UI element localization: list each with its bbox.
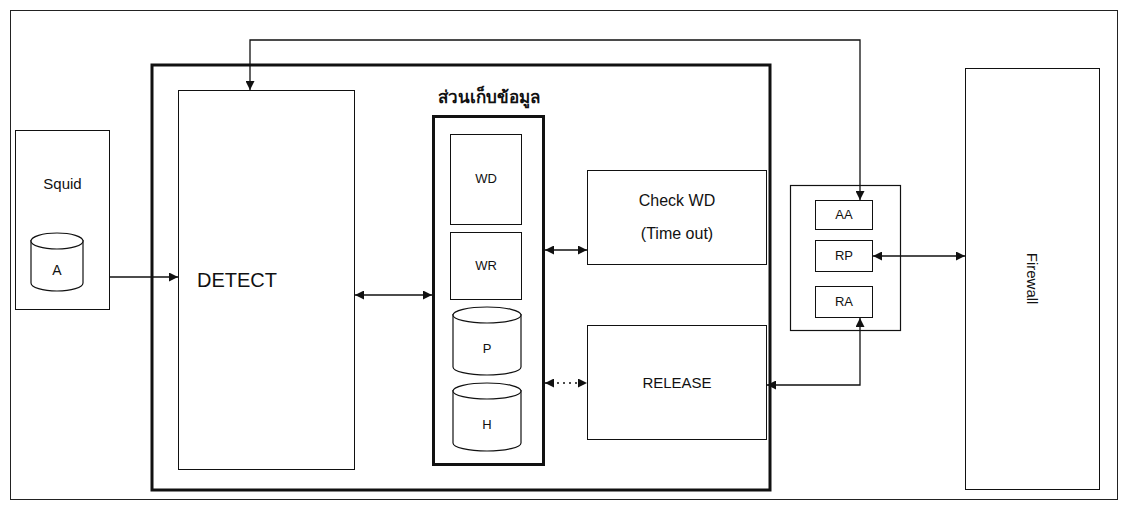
action-box: AA — [815, 200, 873, 230]
node-label: RP — [835, 249, 853, 264]
storage-heading: ส่วนเก็บข้อมูล — [438, 88, 540, 108]
node-label: Check WD — [639, 192, 715, 210]
arrow-connector — [767, 318, 860, 385]
action-box: RP — [815, 240, 873, 272]
action-group — [791, 186, 901, 331]
data-cylinder: H — [452, 382, 522, 452]
data-box: WD — [450, 134, 522, 225]
data-box: WR — [450, 232, 522, 300]
node-label: H — [482, 418, 491, 433]
node-label: RELEASE — [642, 374, 711, 391]
process-box: DETECT — [178, 90, 355, 470]
system-boundary — [152, 65, 770, 490]
node-label: DETECT — [197, 269, 277, 292]
node-label: AA — [835, 208, 852, 223]
action-box: RA — [815, 286, 873, 318]
node-label: RA — [835, 295, 853, 310]
outer-frame — [11, 11, 1118, 500]
source-box: SquidA — [15, 130, 110, 310]
arrow-connector — [545, 249, 587, 250]
node-label: WD — [475, 172, 497, 187]
storage-box: ส่วนเก็บข้อมูลWDWRPH — [432, 115, 545, 466]
node-label: P — [483, 342, 492, 357]
process-box: Check WD (Time out) — [587, 170, 767, 265]
data-cylinder: P — [452, 306, 522, 376]
firewall-box: Firewall — [965, 68, 1100, 490]
node-label: A — [52, 262, 61, 278]
log-cylinder: A — [30, 232, 84, 292]
node-label: (Time out) — [641, 225, 713, 243]
arrow-connector — [873, 255, 965, 256]
dotted-connector — [545, 382, 587, 383]
node-label: Squid — [43, 175, 81, 192]
arrow-connector — [355, 294, 432, 295]
node-label: Firewall — [1024, 253, 1041, 305]
node-label: WR — [475, 259, 497, 274]
process-box: RELEASE — [587, 325, 767, 440]
